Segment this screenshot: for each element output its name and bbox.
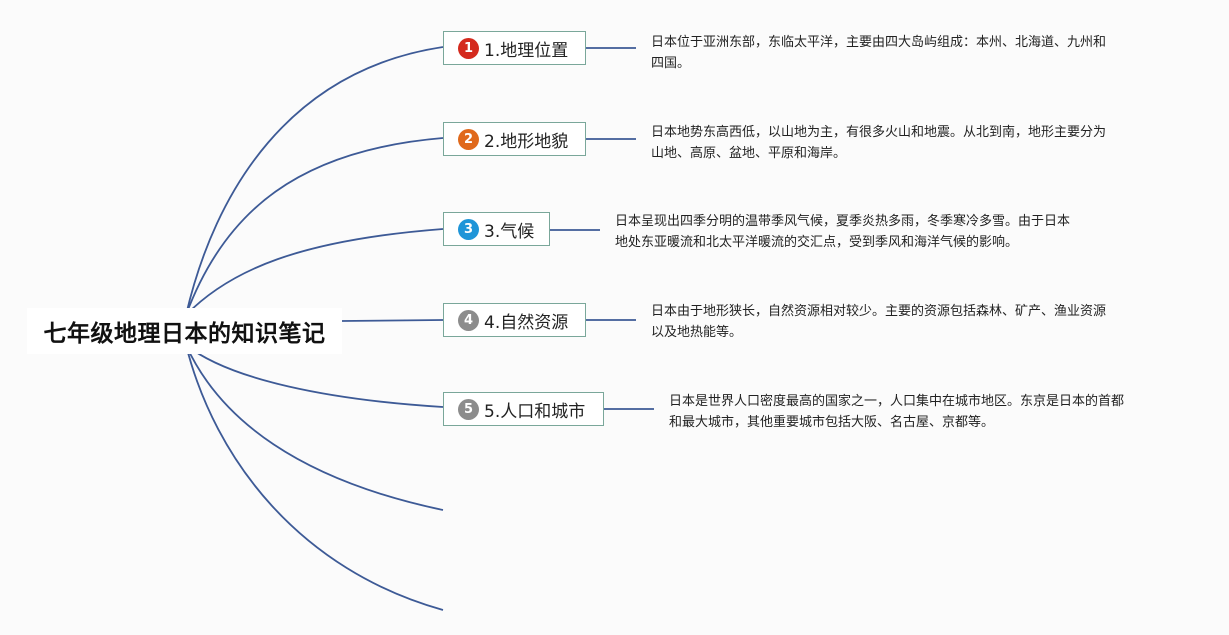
branch-line-3	[185, 228, 444, 316]
note-line: 日本是世界人口密度最高的国家之一，人口集中在城市地区。东京是日本的首都	[669, 394, 1125, 409]
badge-4: 4	[458, 309, 479, 331]
note-line: 山地、高原、盆地、平原和海岸。	[651, 146, 847, 161]
badge-5: 5	[458, 398, 479, 420]
note-4: 日本由于地形狭长，自然资源相对较少。主要的资源包括森林、矿产、渔业资源 以及地热…	[651, 301, 1106, 343]
branch-line-4	[341, 319, 444, 322]
branch-line-7	[185, 344, 444, 611]
topic-label: 1.地理位置	[484, 40, 569, 61]
note-5: 日本是世界人口密度最高的国家之一，人口集中在城市地区。东京是日本的首都 和最大城…	[669, 391, 1124, 433]
note-line: 日本地势东高西低，以山地为主，有很多火山和地震。从北到南，地形主要分为	[651, 125, 1107, 140]
note-line: 日本呈现出四季分明的温带季风气候，夏季炎热多雨，冬季寒冷多雪。由于日本	[615, 214, 1071, 229]
topic-4[interactable]: 4 4.自然资源	[443, 303, 586, 337]
branch-line-2	[185, 137, 444, 316]
root-topic[interactable]: 七年级地理日本的知识笔记	[27, 308, 342, 354]
topic-1[interactable]: 1 1.地理位置	[443, 31, 586, 65]
note-line: 日本位于亚洲东部，东临太平洋，主要由四大岛屿组成：本州、北海道、九州和	[651, 35, 1107, 50]
note-2: 日本地势东高西低，以山地为主，有很多火山和地震。从北到南，地形主要分为 山地、高…	[651, 122, 1106, 164]
note-line: 地处东亚暖流和北太平洋暖流的交汇点，受到季风和海洋气候的影响。	[615, 235, 1019, 250]
note-3: 日本呈现出四季分明的温带季风气候，夏季炎热多雨，冬季寒冷多雪。由于日本 地处东亚…	[615, 211, 1070, 253]
note-line: 和最大城市，其他重要城市包括大阪、名古屋、京都等。	[669, 415, 995, 430]
note-line: 日本由于地形狭长，自然资源相对较少。主要的资源包括森林、矿产、渔业资源	[651, 304, 1107, 319]
topic-5[interactable]: 5 5.人口和城市	[443, 392, 604, 426]
topic-3[interactable]: 3 3.气候	[443, 212, 550, 246]
topic-label: 3.气候	[484, 221, 535, 242]
badge-2: 2	[458, 128, 479, 150]
branch-line-6	[185, 344, 444, 511]
branch-line-1	[185, 46, 444, 316]
topic-label: 2.地形地貌	[484, 131, 569, 152]
note-line: 四国。	[651, 56, 691, 71]
topic-2[interactable]: 2 2.地形地貌	[443, 122, 586, 156]
badge-1: 1	[458, 37, 479, 59]
note-1: 日本位于亚洲东部，东临太平洋，主要由四大岛屿组成：本州、北海道、九州和 四国。	[651, 32, 1106, 74]
topic-label: 5.人口和城市	[484, 401, 586, 422]
branch-line-5	[185, 344, 444, 408]
topic-label: 4.自然资源	[484, 312, 569, 333]
badge-3: 3	[458, 218, 479, 240]
note-line: 以及地热能等。	[651, 325, 743, 340]
